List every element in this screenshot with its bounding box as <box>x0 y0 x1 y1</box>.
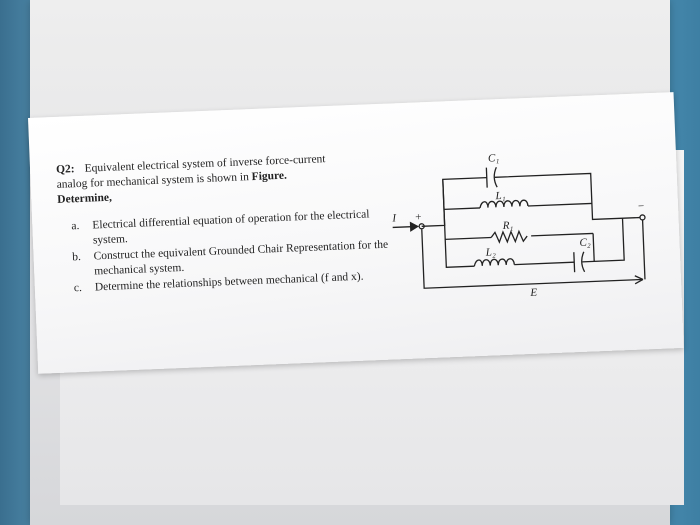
outer-loop-wire <box>421 229 644 289</box>
c1-plate-left <box>485 167 488 188</box>
figure-word: Figure. <box>251 169 288 184</box>
item-a-letter: a. <box>71 220 80 233</box>
top-branch-wire-right <box>494 172 640 221</box>
l1-wire-left <box>443 207 480 211</box>
item-c-letter: c. <box>73 281 83 295</box>
r1-label: R₁ <box>501 220 513 232</box>
c2-label: C₂ <box>579 237 591 249</box>
l2-label: L₂ <box>485 246 497 258</box>
l2-coil <box>473 258 515 267</box>
intro-line-1: Equivalent electrical system of inverse … <box>84 153 326 175</box>
c2-plate-right <box>581 251 586 273</box>
l1-wire-right <box>527 202 592 207</box>
minus-sign: − <box>638 200 645 212</box>
question-number: Q2: <box>55 163 75 176</box>
current-arrow <box>409 221 419 232</box>
right-terminal <box>639 214 646 221</box>
source-label: I <box>391 212 397 224</box>
r1-wire-right <box>531 232 594 237</box>
top-branch-wire-left <box>421 176 487 227</box>
circuit-svg: C₁ L₁ R₁ L₂ C₂ I + − E <box>391 152 646 299</box>
l2-c2-wire <box>514 261 575 266</box>
plus-sign: + <box>415 211 422 223</box>
item-b-letter: b. <box>72 250 82 264</box>
question-paper: Q2: Equivalent electrical system of inver… <box>28 92 684 374</box>
l2-wire-left <box>444 239 475 269</box>
right-drop-wire <box>641 220 646 280</box>
r1-resistor <box>490 229 528 244</box>
c1-label: C₁ <box>488 152 500 164</box>
c2-wire-right <box>582 218 625 263</box>
middle-node-wire <box>592 233 595 262</box>
e-arrow-upper <box>634 275 644 281</box>
c2-plate-left <box>573 252 576 273</box>
e-arrow-lower <box>634 278 644 285</box>
e-label: E <box>529 287 537 299</box>
question-text: Q2: Equivalent electrical system of inver… <box>56 150 391 298</box>
circuit-diagram: C₁ L₁ R₁ L₂ C₂ I + − E <box>389 131 655 301</box>
l1-label: L₁ <box>494 190 506 202</box>
c1-plate-right <box>493 166 498 188</box>
